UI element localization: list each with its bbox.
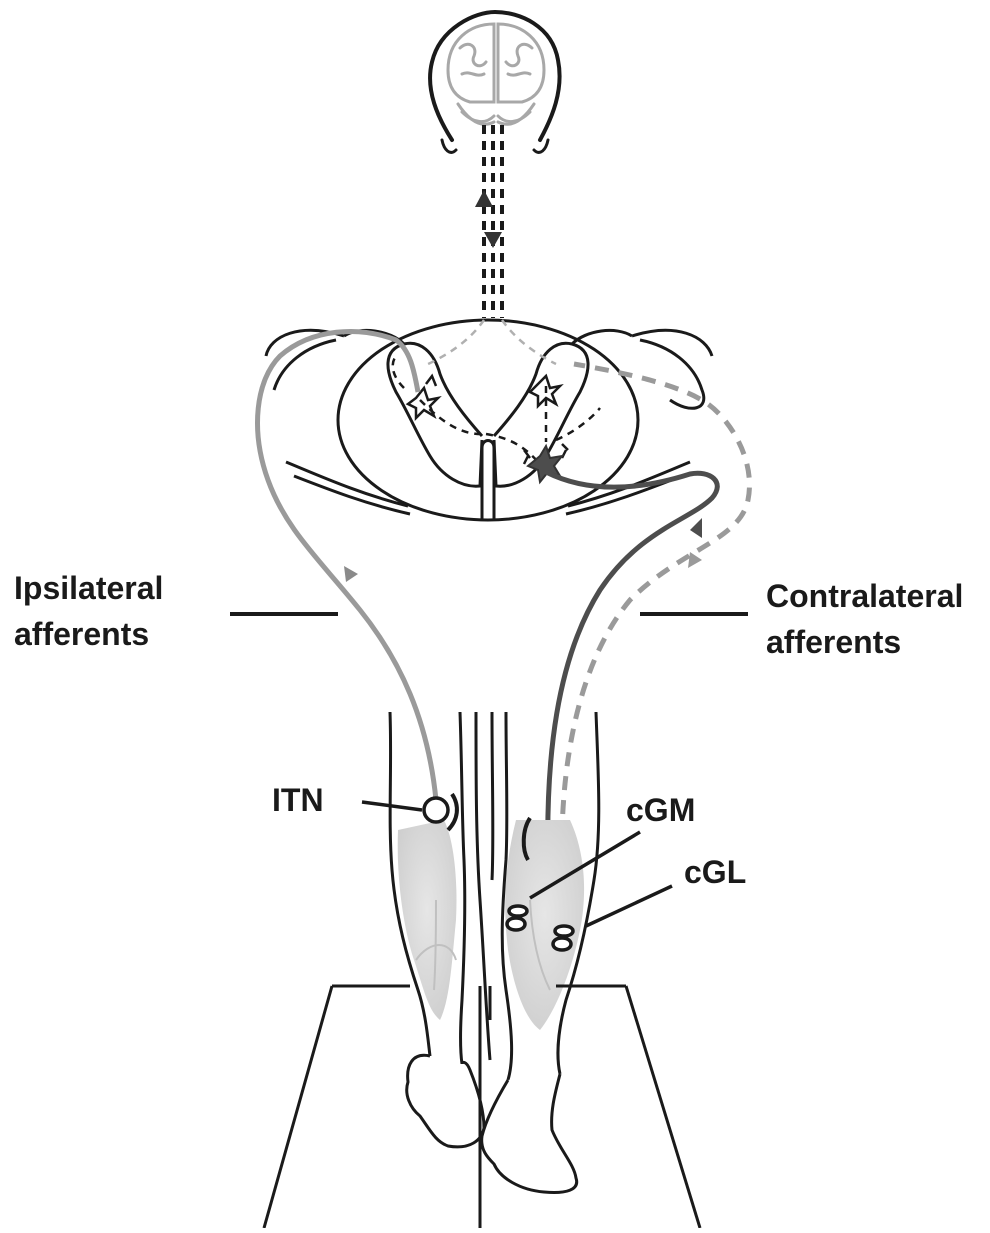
left-calf-muscle	[398, 820, 457, 1020]
itn-label: ITN	[272, 778, 324, 822]
right-foot	[482, 1074, 577, 1192]
itn-stimulation-electrode	[424, 798, 448, 822]
ascending-arrow-icon	[475, 190, 493, 207]
contralateral-dashed-arrow-icon	[688, 552, 702, 568]
ipsilateral-label-line2: afferents	[14, 612, 149, 656]
ipsilateral-label-line1: Ipsilateral	[14, 566, 163, 610]
interneuron-connections-gray	[424, 320, 556, 366]
cgl-label: cGL	[684, 850, 746, 894]
left-foot	[407, 1055, 484, 1147]
contralateral-label-line2: afferents	[766, 620, 901, 664]
cgm-label: cGM	[626, 788, 695, 832]
synapse-icon	[524, 450, 530, 464]
brain-icon	[448, 24, 544, 124]
spinal-cord-outline	[338, 320, 638, 520]
ventral-fissure	[482, 441, 494, 521]
ipsilateral-arrow-icon	[344, 566, 358, 582]
descending-arrow-icon	[484, 232, 502, 248]
supraspinal-tracts	[484, 125, 502, 318]
ipsilateral-interneuron-icon-2	[426, 376, 436, 386]
spinal-cord-cross-section	[266, 320, 712, 520]
contralateral-arrow-icon	[690, 518, 702, 538]
contralateral-label-line1: Contralateral	[766, 574, 963, 618]
